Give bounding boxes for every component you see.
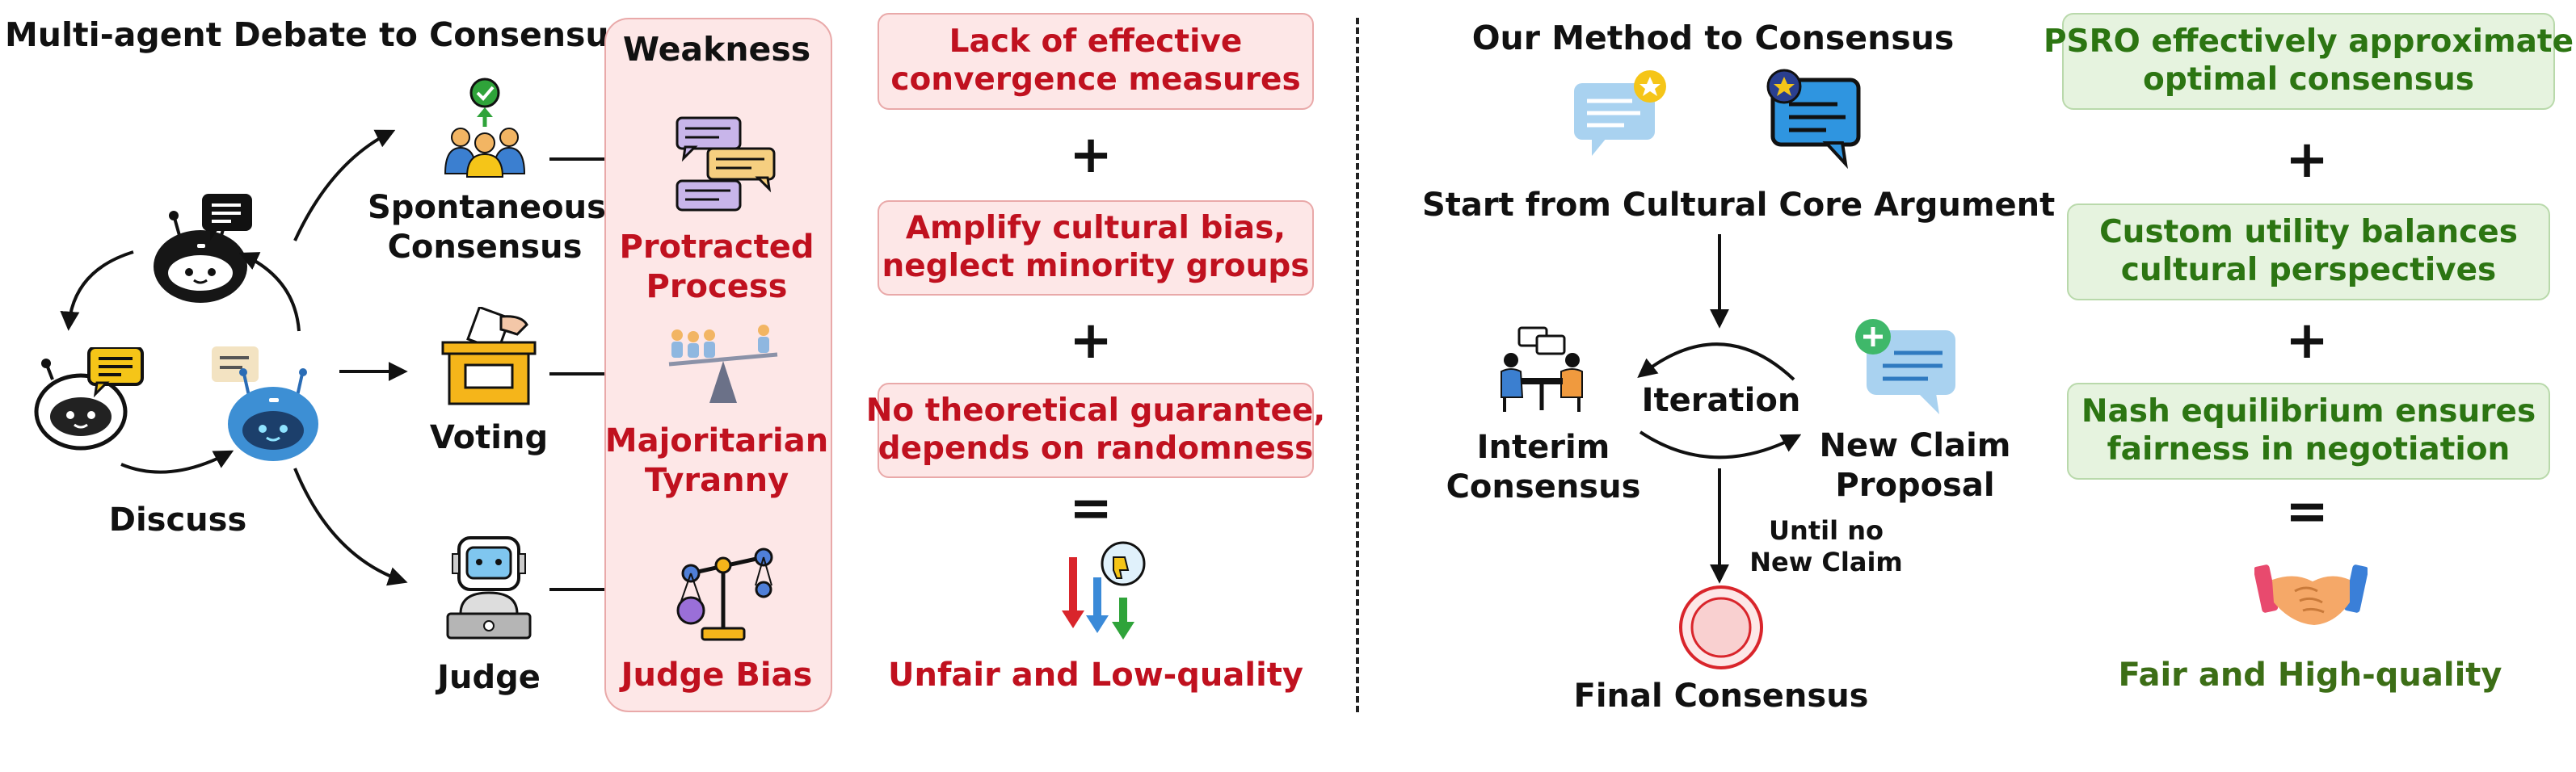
voting-label: Voting [429,419,549,456]
robot-agent-top-icon [154,194,252,303]
iteration-label: Iteration [1641,382,1801,419]
thumbs-down-arrows-icon [1062,541,1146,640]
left-panel-title: Multi-agent Debate to Consensus [5,15,629,54]
benefit-equals: = [2285,482,2329,542]
chat-bubbles-icon [676,116,776,212]
benefit-box-nash: Nash equilibrium ensures fairness in neg… [2067,383,2550,480]
robot-agent-left-icon [34,347,144,451]
weakness-majoritarian-tyranny: Majoritarian Tyranny [604,422,829,499]
core-argument-bubble-dark-icon [1766,69,1861,170]
new-claim-bubble-icon [1855,319,1955,414]
benefit-box-utility: Custom utility balances cultural perspec… [2067,203,2550,300]
biased-scale-icon [676,548,773,641]
problem-plus-1: + [1069,125,1113,185]
problem-equals: = [1069,479,1113,539]
benefit-plus-2: + [2285,311,2329,371]
benefit-box-psro: PSRO effectively approximate optimal con… [2044,13,2574,110]
handshake-icon [2254,564,2368,625]
final-consensus-label: Final Consensus [1573,678,1869,715]
method-start-label: Start from Cultural Core Argument [1422,187,2056,224]
problem-box-convergence: Lack of effective convergence measures [878,13,1314,110]
weakness-title: Weakness [622,30,811,69]
problem-result: Unfair and Low-quality [888,657,1303,694]
final-consensus-circle-icon [1679,585,1763,669]
benefit-plus-1: + [2285,130,2329,190]
judge-robot-icon [446,536,532,640]
meeting-table-icon [1501,326,1583,412]
core-argument-bubble-icon [1574,70,1666,156]
judge-label: Judge [437,659,541,696]
spontaneous-consensus-label: Spontaneous Consensus [368,189,606,266]
group-consensus-icon [444,78,526,178]
section-divider [1356,18,1359,712]
weakness-judge-bias: Judge Bias [621,657,813,694]
until-no-new-claim-label: Until no New Claim [1749,515,1903,578]
new-claim-proposal-label: New Claim Proposal [1819,427,2011,504]
robot-agent-blue-icon [212,346,318,461]
weakness-protracted-process: Protracted Process [619,229,814,305]
problem-box-cultural-bias: Amplify cultural bias, neglect minority … [878,200,1314,296]
majority-balance-icon [668,325,778,403]
discuss-label: Discuss [108,501,247,539]
benefit-result: Fair and High-quality [2118,657,2502,694]
interim-consensus-label: Interim Consensus [1446,429,1641,506]
ballot-box-icon [441,307,537,405]
problem-plus-2: + [1069,311,1113,371]
method-title: Our Method to Consensus [1471,19,1955,57]
